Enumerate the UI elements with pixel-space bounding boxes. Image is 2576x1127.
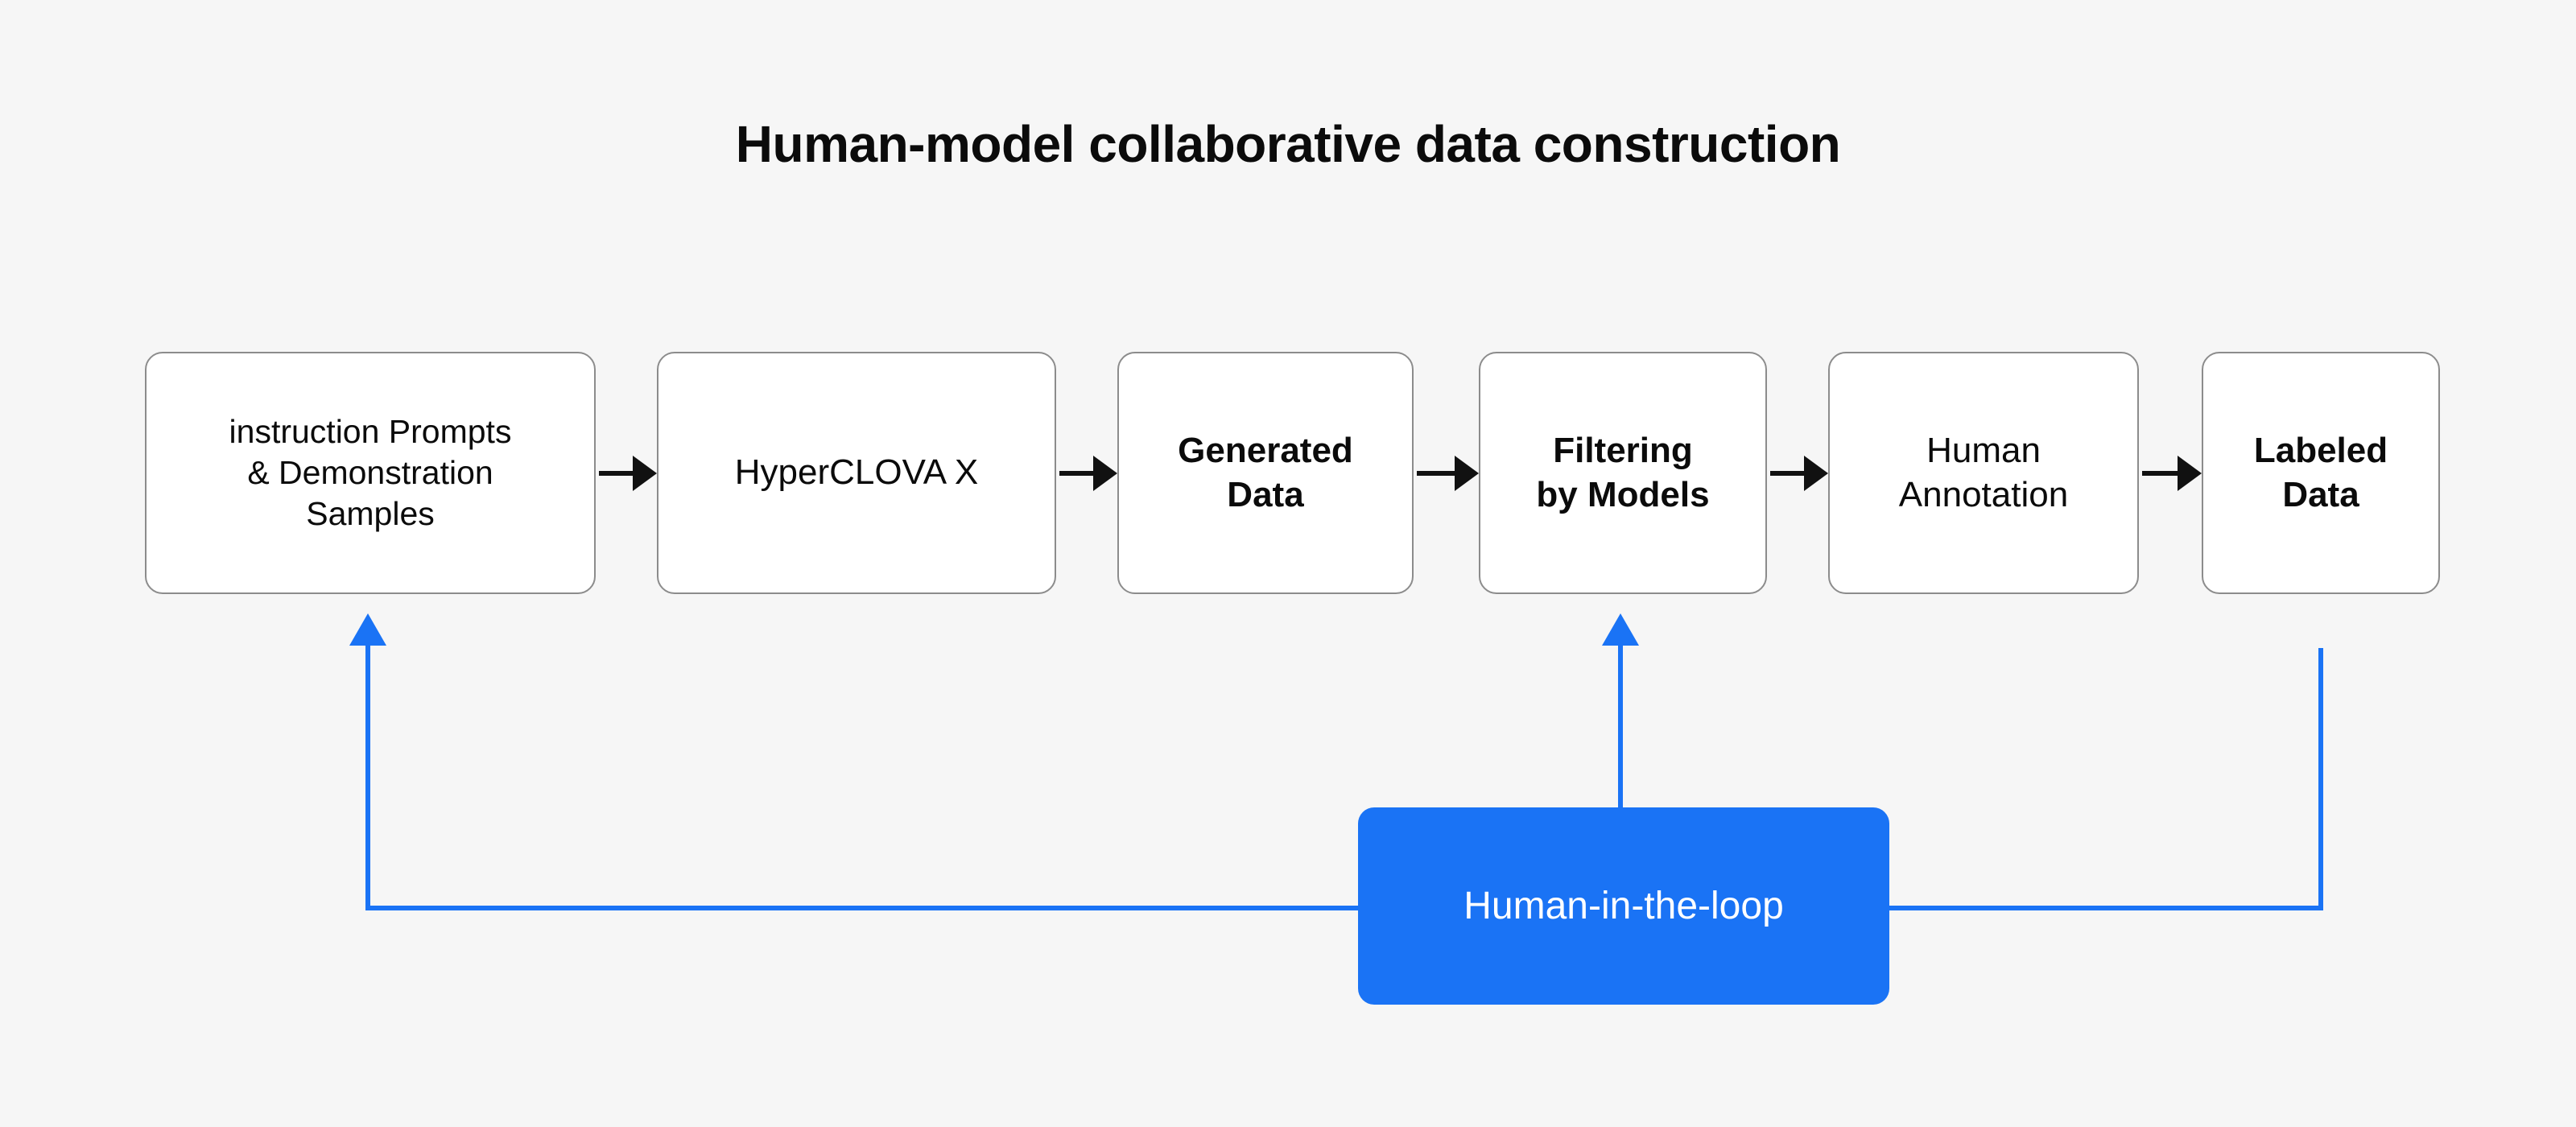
flow-node-label: Filtering by Models [1536,430,1710,514]
feedback-hitl-to-filtering [1602,613,1639,809]
flow-node-label: instruction Prompts & Demonstration Samp… [229,413,512,532]
arrow-filtering-to-human-annotation [1770,456,1828,491]
flow-node-instruction-prompts[interactable]: instruction Prompts & Demonstration Samp… [145,352,596,594]
flow-node-label: HyperCLOVA X [734,452,979,493]
feedback-connectors [349,613,2323,910]
flow-node-hyperclova-x[interactable]: HyperCLOVA X [657,352,1056,594]
flow-node-label: Human-in-the-loop [1463,885,1784,927]
page-title: Human-model collaborative data construct… [735,115,1841,173]
arrow-hyperclova-to-generated [1059,456,1117,491]
flow-node-generated-data[interactable]: Generated Data [1117,352,1414,594]
feedback-hitl-to-instruction-prompts [349,613,1358,910]
flow-node-label: Generated Data [1178,430,1353,514]
flow-node-labeled-data[interactable]: Labeled Data [2202,352,2440,594]
feedback-labeled-to-hitl [1889,648,2323,910]
flow-node-human-annotation[interactable]: Human Annotation [1828,352,2139,594]
flow-node-human-in-the-loop[interactable]: Human-in-the-loop [1358,807,1889,1005]
flow-node-label: Labeled Data [2253,430,2388,514]
flow-node-label: Human Annotation [1898,430,2069,514]
flow-node-filtering-by-models[interactable]: Filtering by Models [1479,352,1767,594]
arrow-human-annotation-to-labeled [2142,456,2202,491]
arrow-instruction-to-hyperclova [599,456,657,491]
arrow-generated-to-filtering [1417,456,1479,491]
